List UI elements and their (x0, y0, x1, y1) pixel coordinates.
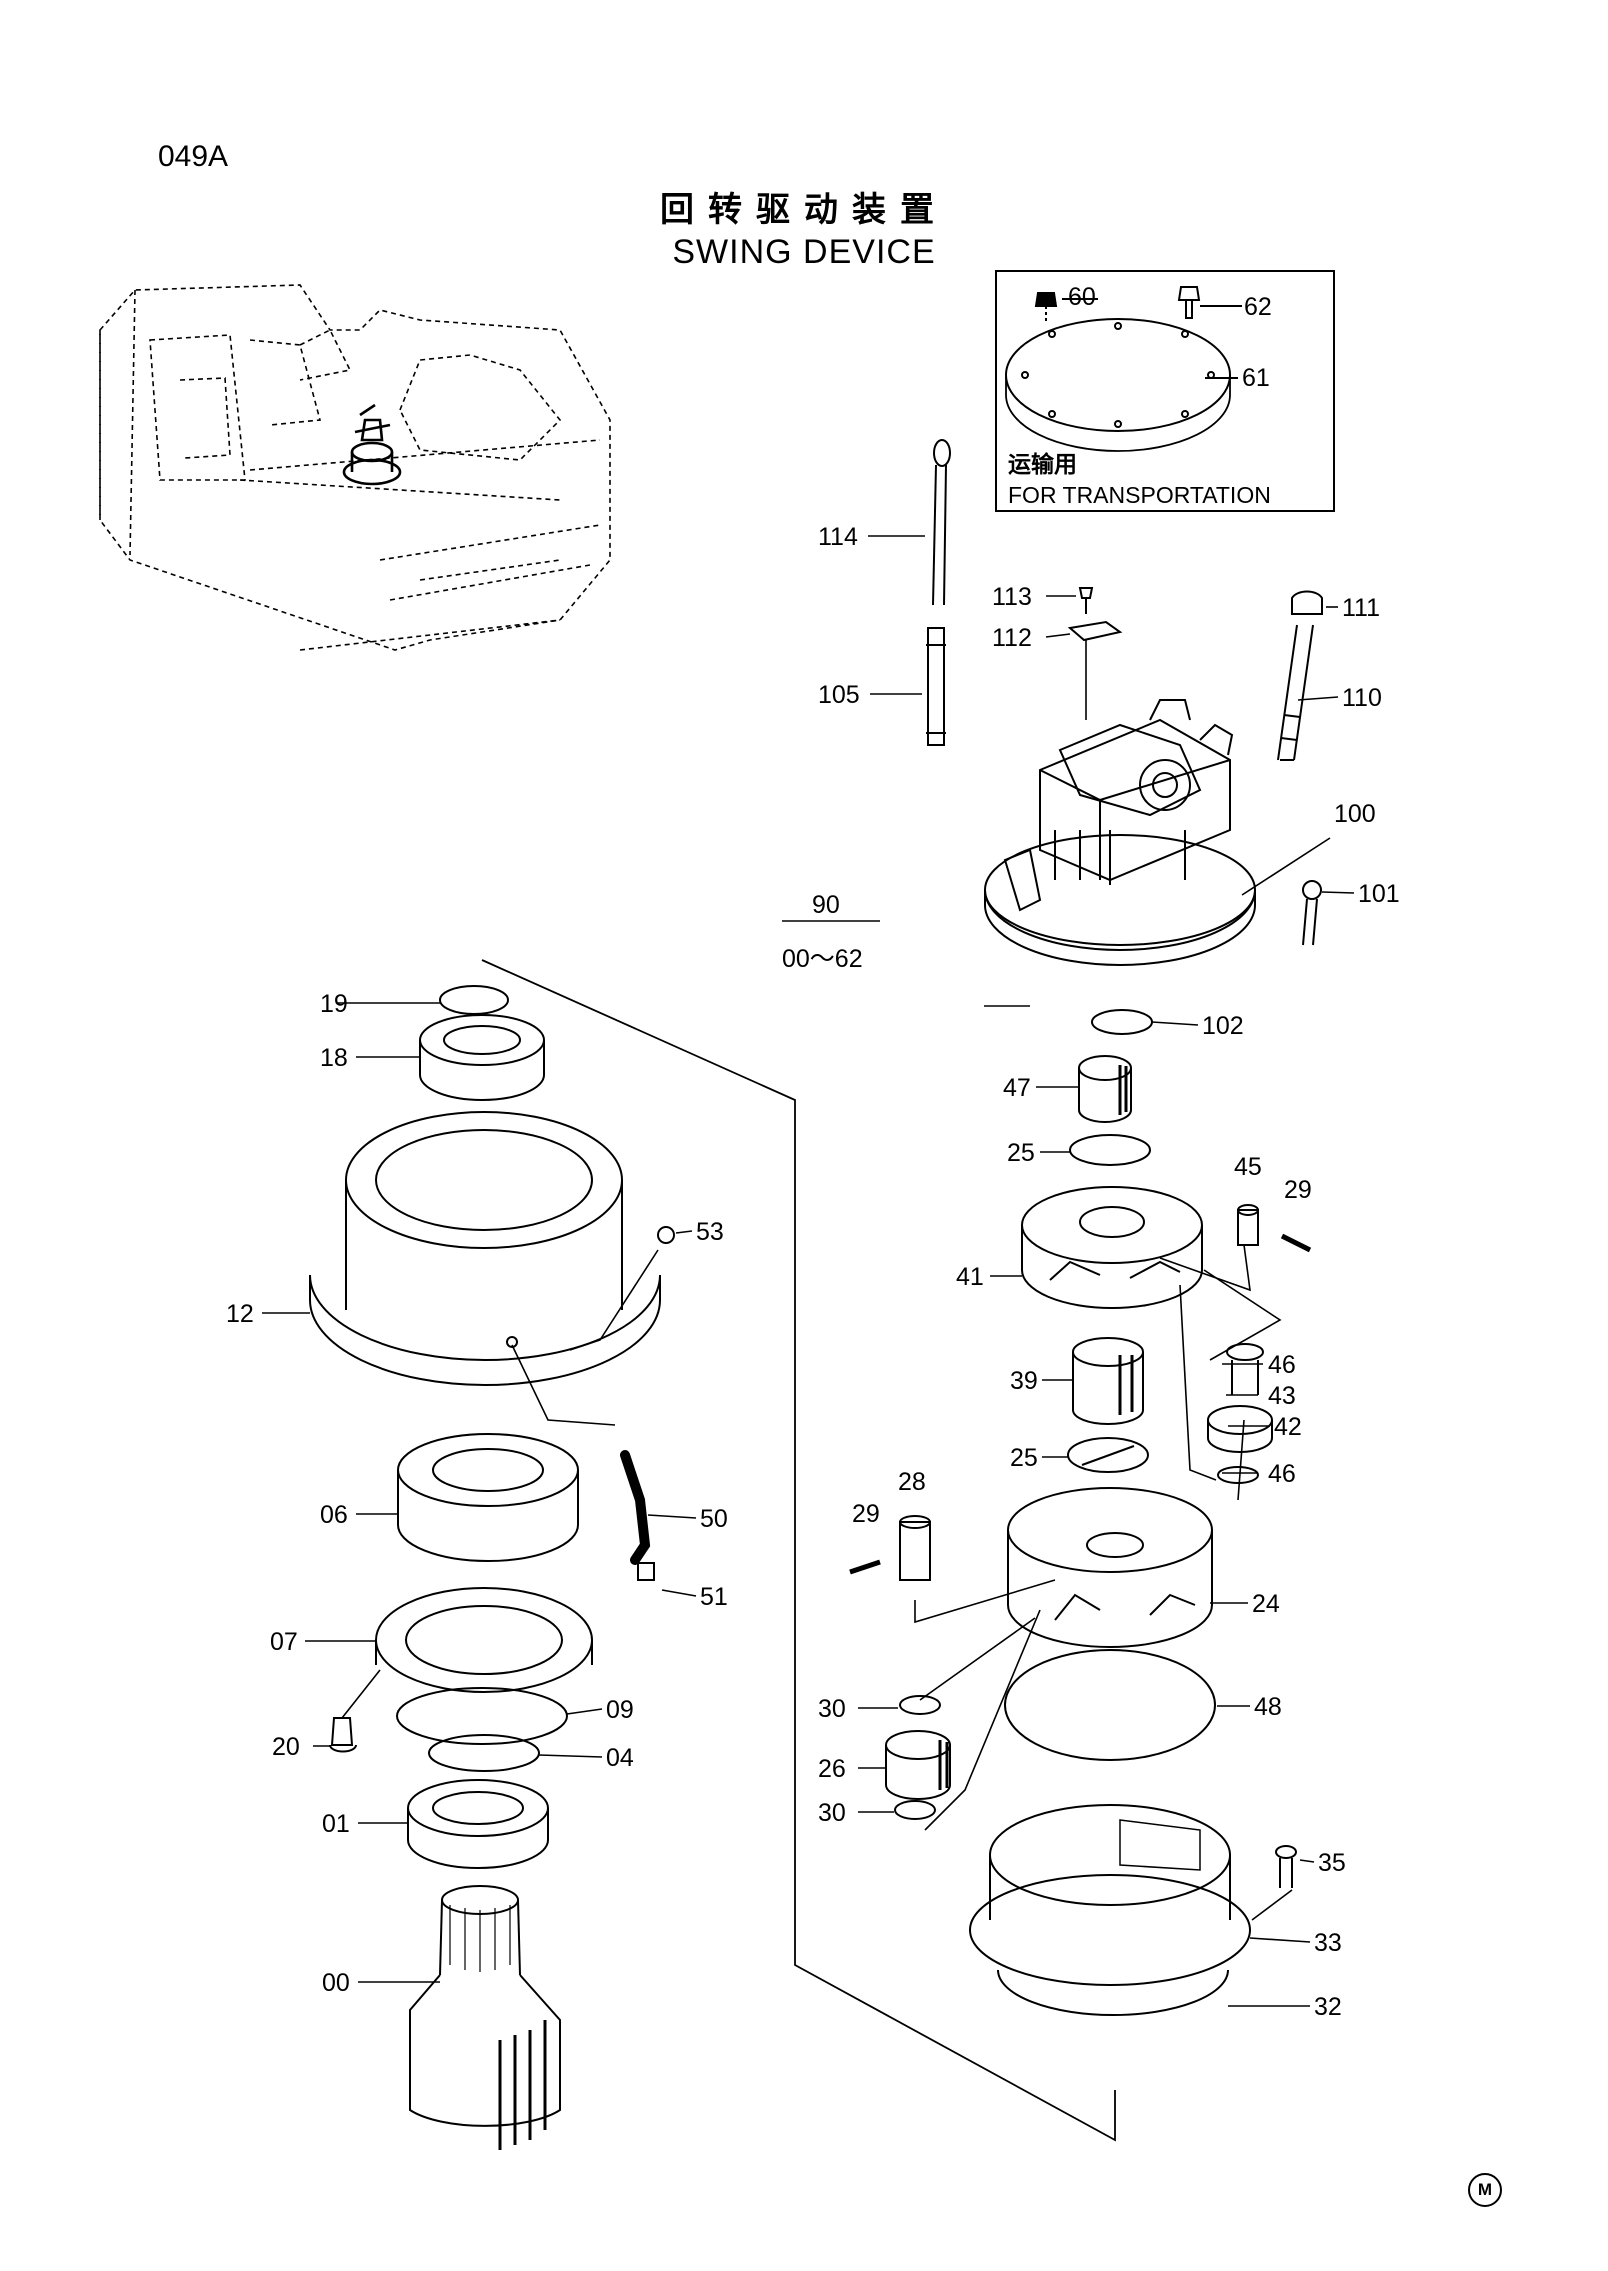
part-105-pipe (926, 627, 946, 746)
label-110: 110 (1342, 684, 1382, 712)
label-06: 06 (320, 1501, 348, 1529)
label-28: 28 (898, 1468, 926, 1496)
assembly-outline (481, 959, 1116, 2142)
part-25-plate-lower (1067, 1437, 1149, 1473)
label-43: 43 (1268, 1382, 1296, 1410)
label-20: 20 (272, 1733, 300, 1761)
label-33: 33 (1314, 1929, 1342, 1957)
part-47-gear (1078, 1055, 1132, 1123)
title-chinese: 回转驱动装置 (660, 191, 948, 229)
label-47: 47 (1003, 1074, 1031, 1102)
part-42-43-46-planet-set (1207, 1343, 1273, 1484)
part-112-113 (1067, 587, 1123, 642)
part-06-bearing (397, 1433, 579, 1562)
part-35-bolt (1275, 1845, 1297, 1888)
label-46-upper: 46 (1268, 1351, 1296, 1379)
label-07: 07 (270, 1628, 298, 1656)
label-42: 42 (1274, 1413, 1302, 1441)
label-111: 111 (1342, 594, 1380, 622)
label-101: 101 (1358, 880, 1400, 908)
inset-note-english: FOR TRANSPORTATION (1008, 482, 1271, 508)
part-09-ring (396, 1687, 568, 1745)
label-24: 24 (1252, 1590, 1280, 1618)
drawing-code: 049A (158, 140, 229, 173)
part-04-washer (428, 1734, 540, 1772)
label-26: 26 (818, 1755, 846, 1783)
label-00: 00 (322, 1969, 350, 1997)
leader-lines (262, 535, 1355, 2007)
part-25-plate-upper (1069, 1134, 1151, 1166)
label-112: 112 (992, 624, 1032, 652)
label-102: 102 (1202, 1012, 1244, 1040)
part-32-seal (997, 1969, 1229, 2016)
assembly-range: 00～62 (782, 945, 863, 973)
label-50: 50 (700, 1505, 728, 1533)
label-53: 53 (696, 1218, 724, 1246)
part-29-pin-lower (849, 1559, 881, 1575)
label-46-lower: 46 (1268, 1460, 1296, 1488)
label-19: 19 (320, 990, 348, 1018)
label-01: 01 (322, 1810, 350, 1838)
label-113: 113 (992, 583, 1032, 611)
title-english: SWING DEVICE (672, 233, 936, 271)
part-51-plug (637, 1562, 655, 1581)
label-100: 100 (1334, 800, 1376, 828)
label-105: 105 (818, 681, 860, 709)
label-114: 114 (818, 523, 858, 551)
label-48: 48 (1254, 1693, 1282, 1721)
label-39: 39 (1010, 1367, 1038, 1395)
part-labels: 114 105 113 112 111 110 100 101 102 47 2… (226, 523, 1400, 2021)
part-28-pin (899, 1515, 931, 1581)
label-04: 04 (606, 1744, 634, 1772)
part-29-pin-upper (1280, 1233, 1312, 1253)
part-24-carrier (1007, 1487, 1213, 1648)
label-12: 12 (226, 1300, 254, 1328)
part-48-o-ring (1004, 1649, 1216, 1761)
label-45: 45 (1234, 1153, 1262, 1181)
part-26-30-planet-set (885, 1695, 951, 1820)
label-18: 18 (320, 1044, 348, 1072)
part-50-hose (620, 1450, 651, 1565)
part-39-sun-gear (1072, 1337, 1144, 1425)
excavator-sketch (99, 284, 611, 651)
part-45-pin (1237, 1204, 1259, 1246)
corner-mark: M (1468, 2173, 1502, 2207)
label-60: 60 (1068, 283, 1096, 311)
part-53-plug (657, 1226, 675, 1244)
part-100-swing-motor (984, 699, 1256, 966)
part-114-dipstick (932, 439, 951, 606)
part-101-bolt (1302, 880, 1322, 946)
label-51: 51 (700, 1583, 728, 1611)
label-62: 62 (1244, 293, 1272, 321)
part-12-housing (309, 1111, 661, 1386)
label-61: 61 (1242, 364, 1270, 392)
label-09: 09 (606, 1696, 634, 1724)
part-01-oil-seal (407, 1779, 549, 1869)
part-00-pinion-shaft (409, 1885, 561, 2150)
label-25-lower: 25 (1010, 1444, 1038, 1472)
part-19-snap-ring (439, 985, 509, 1015)
label-32: 32 (1314, 1993, 1342, 2021)
label-30-lower: 30 (818, 1799, 846, 1827)
assembly-label: 90 00～62 (782, 891, 863, 973)
label-41: 41 (956, 1263, 984, 1291)
assembly-number: 90 (812, 891, 840, 919)
part-102-ring (1091, 1009, 1153, 1035)
label-35: 35 (1318, 1849, 1346, 1877)
part-33-ring-gear (969, 1804, 1251, 1986)
label-29-upper: 29 (1284, 1176, 1312, 1204)
label-25-upper: 25 (1007, 1139, 1035, 1167)
part-110-111 (1277, 590, 1323, 761)
part-41-carrier (1021, 1186, 1203, 1309)
part-07-cover (375, 1587, 593, 1693)
label-30-upper: 30 (818, 1695, 846, 1723)
part-18-bearing (419, 1014, 545, 1101)
inset-labels: 60 62 61 运输用 FOR TRANSPORTATION (1008, 283, 1272, 508)
part-20-bolt (329, 1717, 357, 1753)
swing-device-position-marker (342, 403, 402, 486)
transportation-inset (995, 270, 1335, 512)
label-29-lower: 29 (852, 1500, 880, 1528)
inset-note-chinese: 运输用 (1008, 451, 1077, 477)
